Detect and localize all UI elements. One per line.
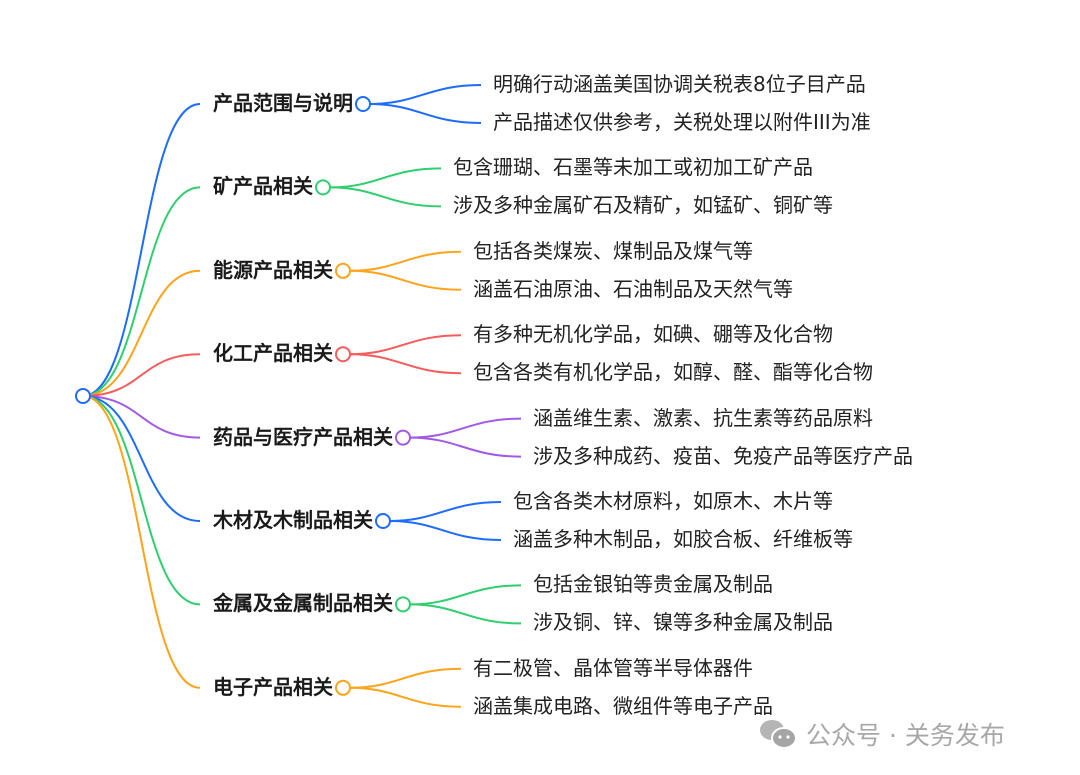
connector bbox=[82, 395, 201, 439]
leaf-node[interactable]: 包含珊瑚、石墨等未加工或初加工矿产品 bbox=[453, 155, 813, 180]
collapse-toggle-icon[interactable] bbox=[335, 262, 351, 279]
branch-node[interactable]: 药品与医疗产品相关 bbox=[213, 424, 393, 449]
collapse-toggle-icon[interactable] bbox=[375, 513, 391, 529]
connector bbox=[389, 501, 502, 522]
watermark-text: 公众号 · 关务发布 bbox=[806, 721, 1005, 750]
branch-node[interactable]: 金属及金属制品相关 bbox=[213, 591, 393, 616]
connector bbox=[369, 84, 482, 105]
leaf-node[interactable]: 包括各类煤炭、煤制品及煤气等 bbox=[473, 238, 753, 263]
collapse-toggle-icon[interactable] bbox=[355, 96, 371, 112]
connector bbox=[409, 584, 522, 606]
leaf-node[interactable]: 涵盖维生素、激素、抗生素等药品原料 bbox=[533, 405, 873, 430]
collapse-toggle-icon[interactable] bbox=[335, 346, 351, 363]
collapse-toggle-icon[interactable] bbox=[395, 429, 411, 446]
leaf-node[interactable]: 包含各类木材原料，如原木、木片等 bbox=[513, 489, 833, 513]
collapse-toggle-icon[interactable] bbox=[315, 179, 331, 196]
branch-node[interactable]: 电子产品相关 bbox=[213, 674, 333, 699]
leaf-node[interactable]: 明确行动涵盖美国协调关税表8位子目产品 bbox=[493, 72, 866, 96]
collapse-toggle-icon[interactable] bbox=[335, 679, 351, 696]
connector bbox=[389, 520, 502, 541]
leaf-node[interactable]: 涵盖石油原油、石油制品及天然气等 bbox=[473, 276, 793, 301]
leaf-node[interactable]: 有二极管、晶体管等半导体器件 bbox=[473, 655, 753, 680]
connector bbox=[82, 395, 201, 689]
connector bbox=[349, 334, 462, 356]
connector bbox=[349, 686, 462, 708]
connector bbox=[82, 269, 201, 397]
leaf-node[interactable]: 涵盖集成电路、微组件等电子产品 bbox=[473, 693, 773, 718]
branch-node[interactable]: 矿产品相关 bbox=[213, 174, 313, 199]
leaf-node[interactable]: 包括金银铂等贵金属及制品 bbox=[533, 572, 773, 597]
connector bbox=[349, 667, 462, 689]
branch-node[interactable]: 能源产品相关 bbox=[213, 257, 333, 282]
connector bbox=[329, 167, 442, 189]
wechat-icon bbox=[760, 720, 797, 749]
branch-node[interactable]: 化工产品相关 bbox=[213, 341, 333, 366]
leaf-node[interactable]: 有多种无机化学品，如碘、硼等及化合物 bbox=[473, 322, 833, 347]
branch-node[interactable]: 木材及木制品相关 bbox=[213, 508, 373, 532]
root-node-icon[interactable] bbox=[75, 388, 91, 404]
connector bbox=[349, 250, 462, 272]
branch-node[interactable]: 产品范围与说明 bbox=[213, 91, 353, 115]
connector bbox=[82, 353, 201, 397]
leaf-node[interactable]: 产品描述仅供参考，关税处理以附件III为准 bbox=[493, 110, 871, 134]
connector bbox=[329, 186, 442, 208]
connector bbox=[82, 186, 201, 397]
watermark: 公众号 · 关务发布 bbox=[758, 716, 1005, 752]
leaf-node[interactable]: 涉及多种金属矿石及精矿，如锰矿、铜矿等 bbox=[453, 193, 833, 218]
connector bbox=[409, 417, 522, 439]
connector bbox=[82, 395, 201, 606]
leaf-node[interactable]: 涵盖多种木制品，如胶合板、纤维板等 bbox=[513, 527, 853, 551]
connector bbox=[82, 103, 201, 397]
leaf-node[interactable]: 涉及多种成药、疫苗、免疫产品等医疗产品 bbox=[533, 443, 913, 468]
connector bbox=[349, 353, 462, 375]
connector bbox=[82, 395, 201, 522]
connector bbox=[369, 103, 482, 124]
leaf-node[interactable]: 包含各类有机化学品，如醇、醛、酯等化合物 bbox=[473, 360, 873, 385]
leaf-node[interactable]: 涉及铜、锌、镍等多种金属及制品 bbox=[533, 610, 833, 635]
connector bbox=[409, 436, 522, 458]
connector bbox=[349, 269, 462, 291]
collapse-toggle-icon[interactable] bbox=[395, 596, 411, 613]
connector bbox=[409, 603, 522, 625]
